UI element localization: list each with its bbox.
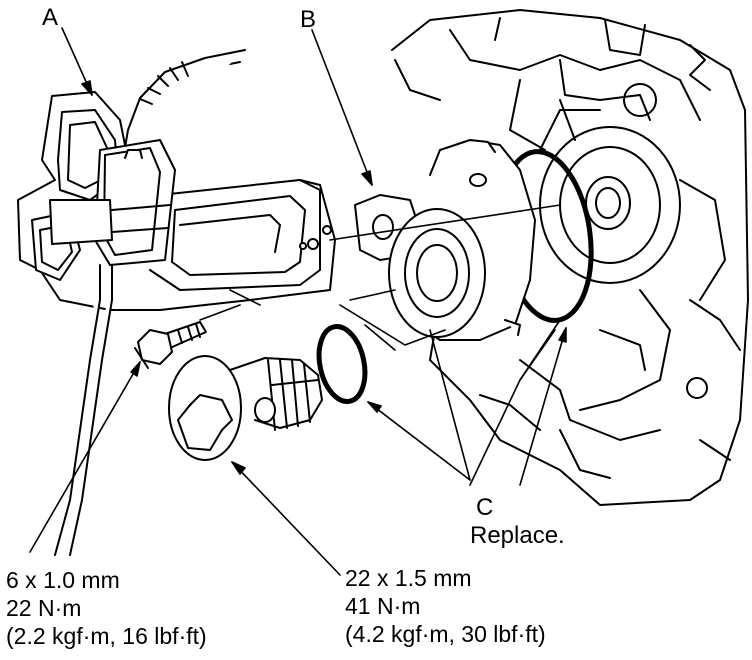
small-o-ring xyxy=(316,324,368,404)
bolt-spec-size: 6 x 1.0 mm xyxy=(6,567,120,593)
housing-b xyxy=(354,139,536,341)
wire-harness xyxy=(49,49,246,556)
banjo-spec-torque: 41 N·m xyxy=(345,593,421,619)
bolt-spec-alt: (2.2 kgf·m, 16 lbf·ft) xyxy=(6,623,207,649)
label-c-note: Replace. xyxy=(470,522,565,549)
label-a: A xyxy=(42,4,59,31)
label-b: B xyxy=(300,6,317,33)
bracket-a xyxy=(17,91,336,311)
banjo-spec-alt: (4.2 kgf·m, 30 lbf·ft) xyxy=(345,621,546,647)
banjo-spec-size: 22 x 1.5 mm xyxy=(345,565,472,591)
bolt-spec-torque: 22 N·m xyxy=(6,595,82,621)
banjo-bolt xyxy=(168,355,323,461)
flange-bolt xyxy=(134,321,207,369)
label-c: C xyxy=(476,494,494,521)
leader-lines xyxy=(29,27,567,576)
callout-lines xyxy=(199,204,561,486)
